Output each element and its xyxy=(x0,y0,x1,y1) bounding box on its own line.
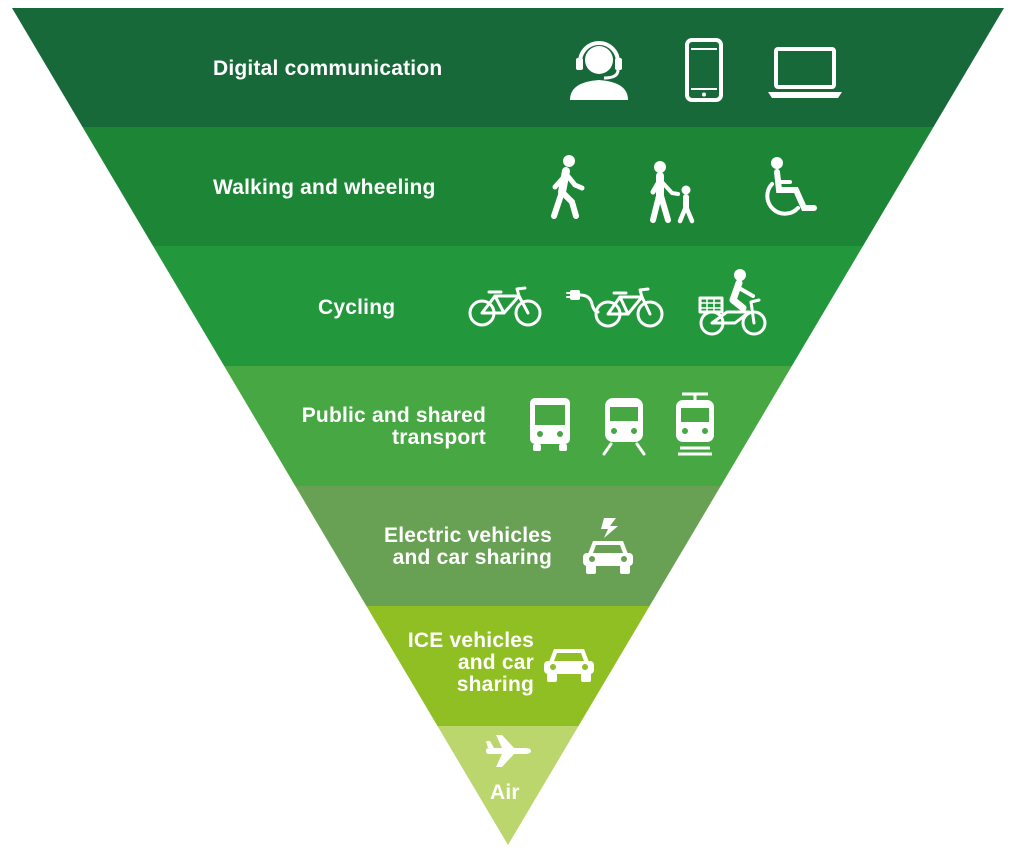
tier-band-electric-vehicles xyxy=(295,486,721,606)
tier-label-walking-and-wheeling: Walking and wheeling xyxy=(213,176,436,199)
tier-label-electric-vehicles-and-car-sharing: Electric vehicles and car sharing xyxy=(383,524,552,569)
train-icon xyxy=(601,396,647,456)
tram-icon xyxy=(672,392,718,456)
pedestrian-icon xyxy=(542,154,588,220)
tier-label-air: Air xyxy=(490,781,520,804)
airplane-icon xyxy=(484,733,532,769)
tier-label-digital-communication: Digital communication xyxy=(213,57,443,80)
bus-icon xyxy=(528,396,572,452)
electric-bicycle-icon xyxy=(566,282,664,330)
bicycle-icon xyxy=(467,284,543,328)
car-icon xyxy=(541,638,597,684)
laptop-icon xyxy=(766,46,844,100)
tier-band-public-and-shared-transport xyxy=(224,366,792,486)
tier-label-public-and-shared-transport: Public and shared transport xyxy=(301,404,486,449)
tier-band-cycling xyxy=(153,246,863,366)
tier-band-air xyxy=(437,726,579,845)
tier-band-walking-and-wheeling xyxy=(82,127,934,246)
headset-agent-icon xyxy=(568,36,630,102)
smartphone-icon xyxy=(684,38,724,102)
tier-label-ice-vehicles-and-car-sharing: ICE vehicles and car sharing xyxy=(407,629,534,696)
wheelchair-icon xyxy=(760,156,818,222)
adult-with-child-icon xyxy=(644,160,700,224)
cargo-bike-rider-icon xyxy=(697,268,769,338)
electric-car-icon xyxy=(580,516,636,576)
tier-band-digital-communication xyxy=(12,8,1004,127)
tier-band-ice-vehicles xyxy=(366,606,650,726)
tier-label-cycling: Cycling xyxy=(318,296,396,319)
